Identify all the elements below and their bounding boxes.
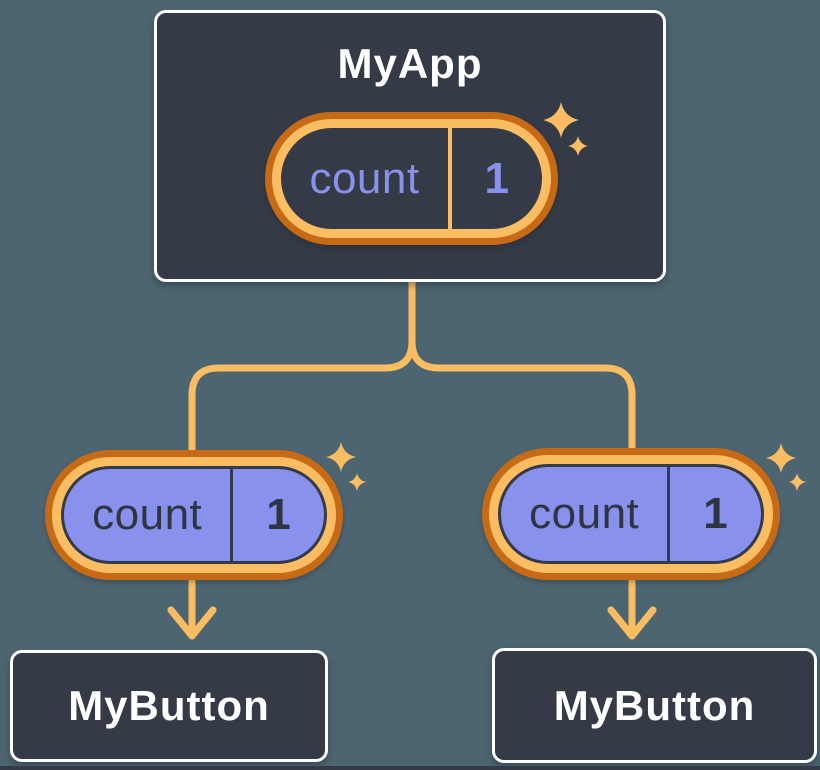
connector-right-branch [408,279,636,453]
node-title-myapp: MyApp [337,40,483,87]
sparkle-icon [348,473,366,491]
prop-name: count [92,490,203,539]
pill-divider [448,128,453,229]
arrow-down-icon [607,577,657,640]
prop-value: 1 [703,489,729,538]
sparkle-icon [326,442,356,472]
prop-name: count [529,489,640,538]
arrow-right-head [607,606,657,640]
node-mybutton-left: MyButton [10,650,328,762]
node-mybutton-right: MyButton [492,648,817,763]
prop-value: 1 [266,490,292,539]
prop-pill-inner: count 1 [498,464,764,564]
node-title-mybutton: MyButton [68,682,270,729]
state-value: 1 [484,153,510,203]
node-myapp: MyApp count 1 [154,10,666,282]
pill-divider [667,467,671,561]
state-pill-myapp: count 1 [265,112,558,245]
sparkle-icon [766,443,796,473]
state-pill-inner: count 1 [281,128,542,229]
bottom-edge-strip [0,766,820,770]
sparkle-icon [789,473,806,491]
arrow-down-icon [167,577,217,640]
pill-divider [230,469,234,561]
prop-pill-right: count 1 [482,448,780,580]
connector-left-branch [188,279,416,455]
node-title-mybutton: MyButton [553,681,756,729]
arrow-left-head [167,606,217,640]
state-name: count [309,153,420,203]
prop-pill-inner: count 1 [61,466,327,564]
prop-pill-left: count 1 [45,450,343,580]
